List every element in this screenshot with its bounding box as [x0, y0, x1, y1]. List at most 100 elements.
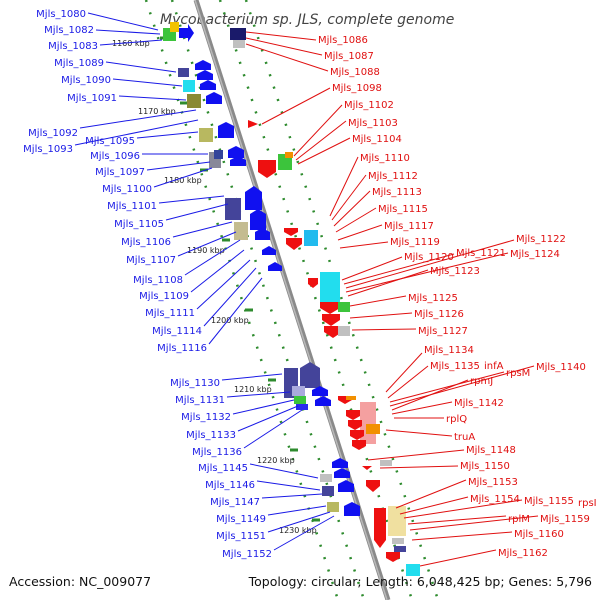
- gene-label[interactable]: Mjls_1083: [48, 41, 98, 52]
- gene-feature[interactable]: [327, 502, 339, 512]
- gene-label[interactable]: Mjls_1135: [430, 361, 480, 372]
- gene-label[interactable]: Mjls_1142: [454, 398, 504, 409]
- gene-arrow[interactable]: [268, 262, 282, 271]
- gene-feature[interactable]: [380, 460, 392, 466]
- gene-arrow[interactable]: [286, 238, 302, 250]
- gene-feature[interactable]: [187, 94, 201, 108]
- gene-label[interactable]: Mjls_1140: [536, 362, 586, 373]
- gene-label[interactable]: Mjls_1145: [198, 463, 248, 474]
- gene-label[interactable]: Mjls_1117: [384, 221, 434, 232]
- gene-feature[interactable]: [394, 546, 406, 552]
- gene-arrow[interactable]: [312, 386, 328, 396]
- gene-label[interactable]: rpsM: [506, 368, 530, 379]
- gene-label[interactable]: Mjls_1091: [67, 93, 117, 104]
- gene-arrow[interactable]: [324, 326, 342, 338]
- gene-label[interactable]: Mjls_1131: [175, 395, 225, 406]
- gene-arrow[interactable]: [218, 122, 234, 138]
- gene-label[interactable]: Mjls_1152: [222, 549, 272, 560]
- gene-arrow[interactable]: [300, 362, 320, 388]
- gene-arrow[interactable]: [228, 146, 244, 158]
- gene-feature[interactable]: [320, 272, 340, 302]
- gene-label[interactable]: Mjls_1119: [390, 237, 440, 248]
- gene-arrow[interactable]: [320, 302, 340, 314]
- gene-feature[interactable]: [392, 538, 404, 544]
- gene-feature[interactable]: [225, 198, 241, 220]
- gene-label[interactable]: infA: [484, 361, 504, 372]
- gene-label[interactable]: Mjls_1100: [102, 184, 152, 195]
- gene-arrow[interactable]: [200, 80, 216, 90]
- gene-label[interactable]: Mjls_1088: [330, 67, 380, 78]
- gene-label[interactable]: Mjls_1080: [36, 9, 86, 20]
- gene-arrow[interactable]: [346, 410, 360, 420]
- gene-label[interactable]: Mjls_1112: [368, 171, 418, 182]
- gene-label[interactable]: Mjls_1113: [372, 187, 422, 198]
- gene-feature[interactable]: [233, 40, 245, 48]
- gene-label[interactable]: Mjls_1159: [540, 514, 590, 525]
- gene-label[interactable]: Mjls_1147: [210, 497, 260, 508]
- gene-feature[interactable]: [285, 152, 293, 158]
- gene-arrow[interactable]: [344, 502, 360, 516]
- gene-label[interactable]: Mjls_1106: [121, 237, 171, 248]
- gene-feature[interactable]: [406, 564, 420, 576]
- gene-label[interactable]: Mjls_1110: [360, 153, 410, 164]
- gene-arrow[interactable]: [195, 60, 211, 70]
- gene-arrow[interactable]: [230, 156, 246, 166]
- gene-label[interactable]: Mjls_1124: [510, 249, 560, 260]
- gene-label[interactable]: Mjls_1155: [524, 496, 574, 507]
- gene-label[interactable]: Mjls_1148: [466, 445, 516, 456]
- gene-feature[interactable]: [183, 80, 195, 92]
- gene-label[interactable]: Mjls_1115: [378, 204, 428, 215]
- gene-label[interactable]: Mjls_1125: [408, 293, 458, 304]
- gene-arrow[interactable]: [386, 552, 400, 562]
- gene-arrow[interactable]: [248, 120, 258, 128]
- gene-label[interactable]: Mjls_1123: [430, 266, 480, 277]
- gene-label[interactable]: Mjls_1121: [456, 248, 506, 259]
- gene-label[interactable]: Mjls_1120: [404, 252, 454, 263]
- gene-feature[interactable]: [234, 222, 248, 240]
- gene-feature[interactable]: [338, 302, 350, 312]
- gene-feature[interactable]: [292, 386, 305, 396]
- gene-arrow[interactable]: [206, 92, 222, 104]
- gene-label[interactable]: Mjls_1130: [170, 378, 220, 389]
- gene-label[interactable]: Mjls_1153: [468, 477, 518, 488]
- gene-arrow[interactable]: [352, 440, 366, 450]
- gene-feature[interactable]: [388, 506, 406, 536]
- gene-label[interactable]: Mjls_1092: [28, 128, 78, 139]
- gene-arrow[interactable]: [348, 420, 362, 430]
- gene-label[interactable]: Mjls_1111: [145, 308, 195, 319]
- gene-label[interactable]: Mjls_1095: [85, 136, 135, 147]
- gene-label[interactable]: Mjls_1133: [186, 430, 236, 441]
- gene-feature[interactable]: [320, 474, 332, 482]
- gene-arrow[interactable]: [197, 70, 213, 80]
- gene-arrow[interactable]: [255, 228, 270, 240]
- gene-label[interactable]: Mjls_1132: [181, 412, 231, 423]
- gene-label[interactable]: Mjls_1087: [324, 51, 374, 62]
- gene-label[interactable]: Mjls_1150: [460, 461, 510, 472]
- gene-label[interactable]: Mjls_1097: [95, 167, 145, 178]
- gene-feature[interactable]: [230, 28, 246, 40]
- gene-feature[interactable]: [304, 230, 318, 246]
- gene-label[interactable]: Mjls_1090: [61, 75, 111, 86]
- gene-label[interactable]: Mjls_1134: [424, 345, 474, 356]
- gene-feature[interactable]: [214, 150, 223, 159]
- gene-label[interactable]: Mjls_1160: [514, 529, 564, 540]
- gene-label[interactable]: Mjls_1093: [23, 144, 73, 155]
- gene-arrow[interactable]: [362, 466, 372, 470]
- gene-label[interactable]: Mjls_1136: [192, 447, 242, 458]
- gene-arrow[interactable]: [332, 458, 348, 468]
- gene-label[interactable]: Mjls_1098: [332, 83, 382, 94]
- gene-arrow[interactable]: [374, 508, 386, 548]
- gene-label[interactable]: Mjls_1154: [470, 494, 520, 505]
- gene-label[interactable]: Mjls_1089: [54, 58, 104, 69]
- gene-label[interactable]: Mjls_1126: [414, 309, 464, 320]
- gene-arrow[interactable]: [315, 396, 331, 406]
- gene-feature[interactable]: [178, 68, 189, 77]
- gene-label[interactable]: Mjls_1082: [44, 25, 94, 36]
- gene-label[interactable]: Mjls_1151: [216, 531, 266, 542]
- gene-arrow[interactable]: [366, 480, 380, 492]
- gene-arrow[interactable]: [258, 160, 276, 178]
- gene-label[interactable]: Mjls_1114: [152, 326, 202, 337]
- gene-arrow[interactable]: [245, 186, 262, 210]
- gene-arrow[interactable]: [350, 430, 364, 440]
- gene-label[interactable]: rpsI: [578, 498, 597, 509]
